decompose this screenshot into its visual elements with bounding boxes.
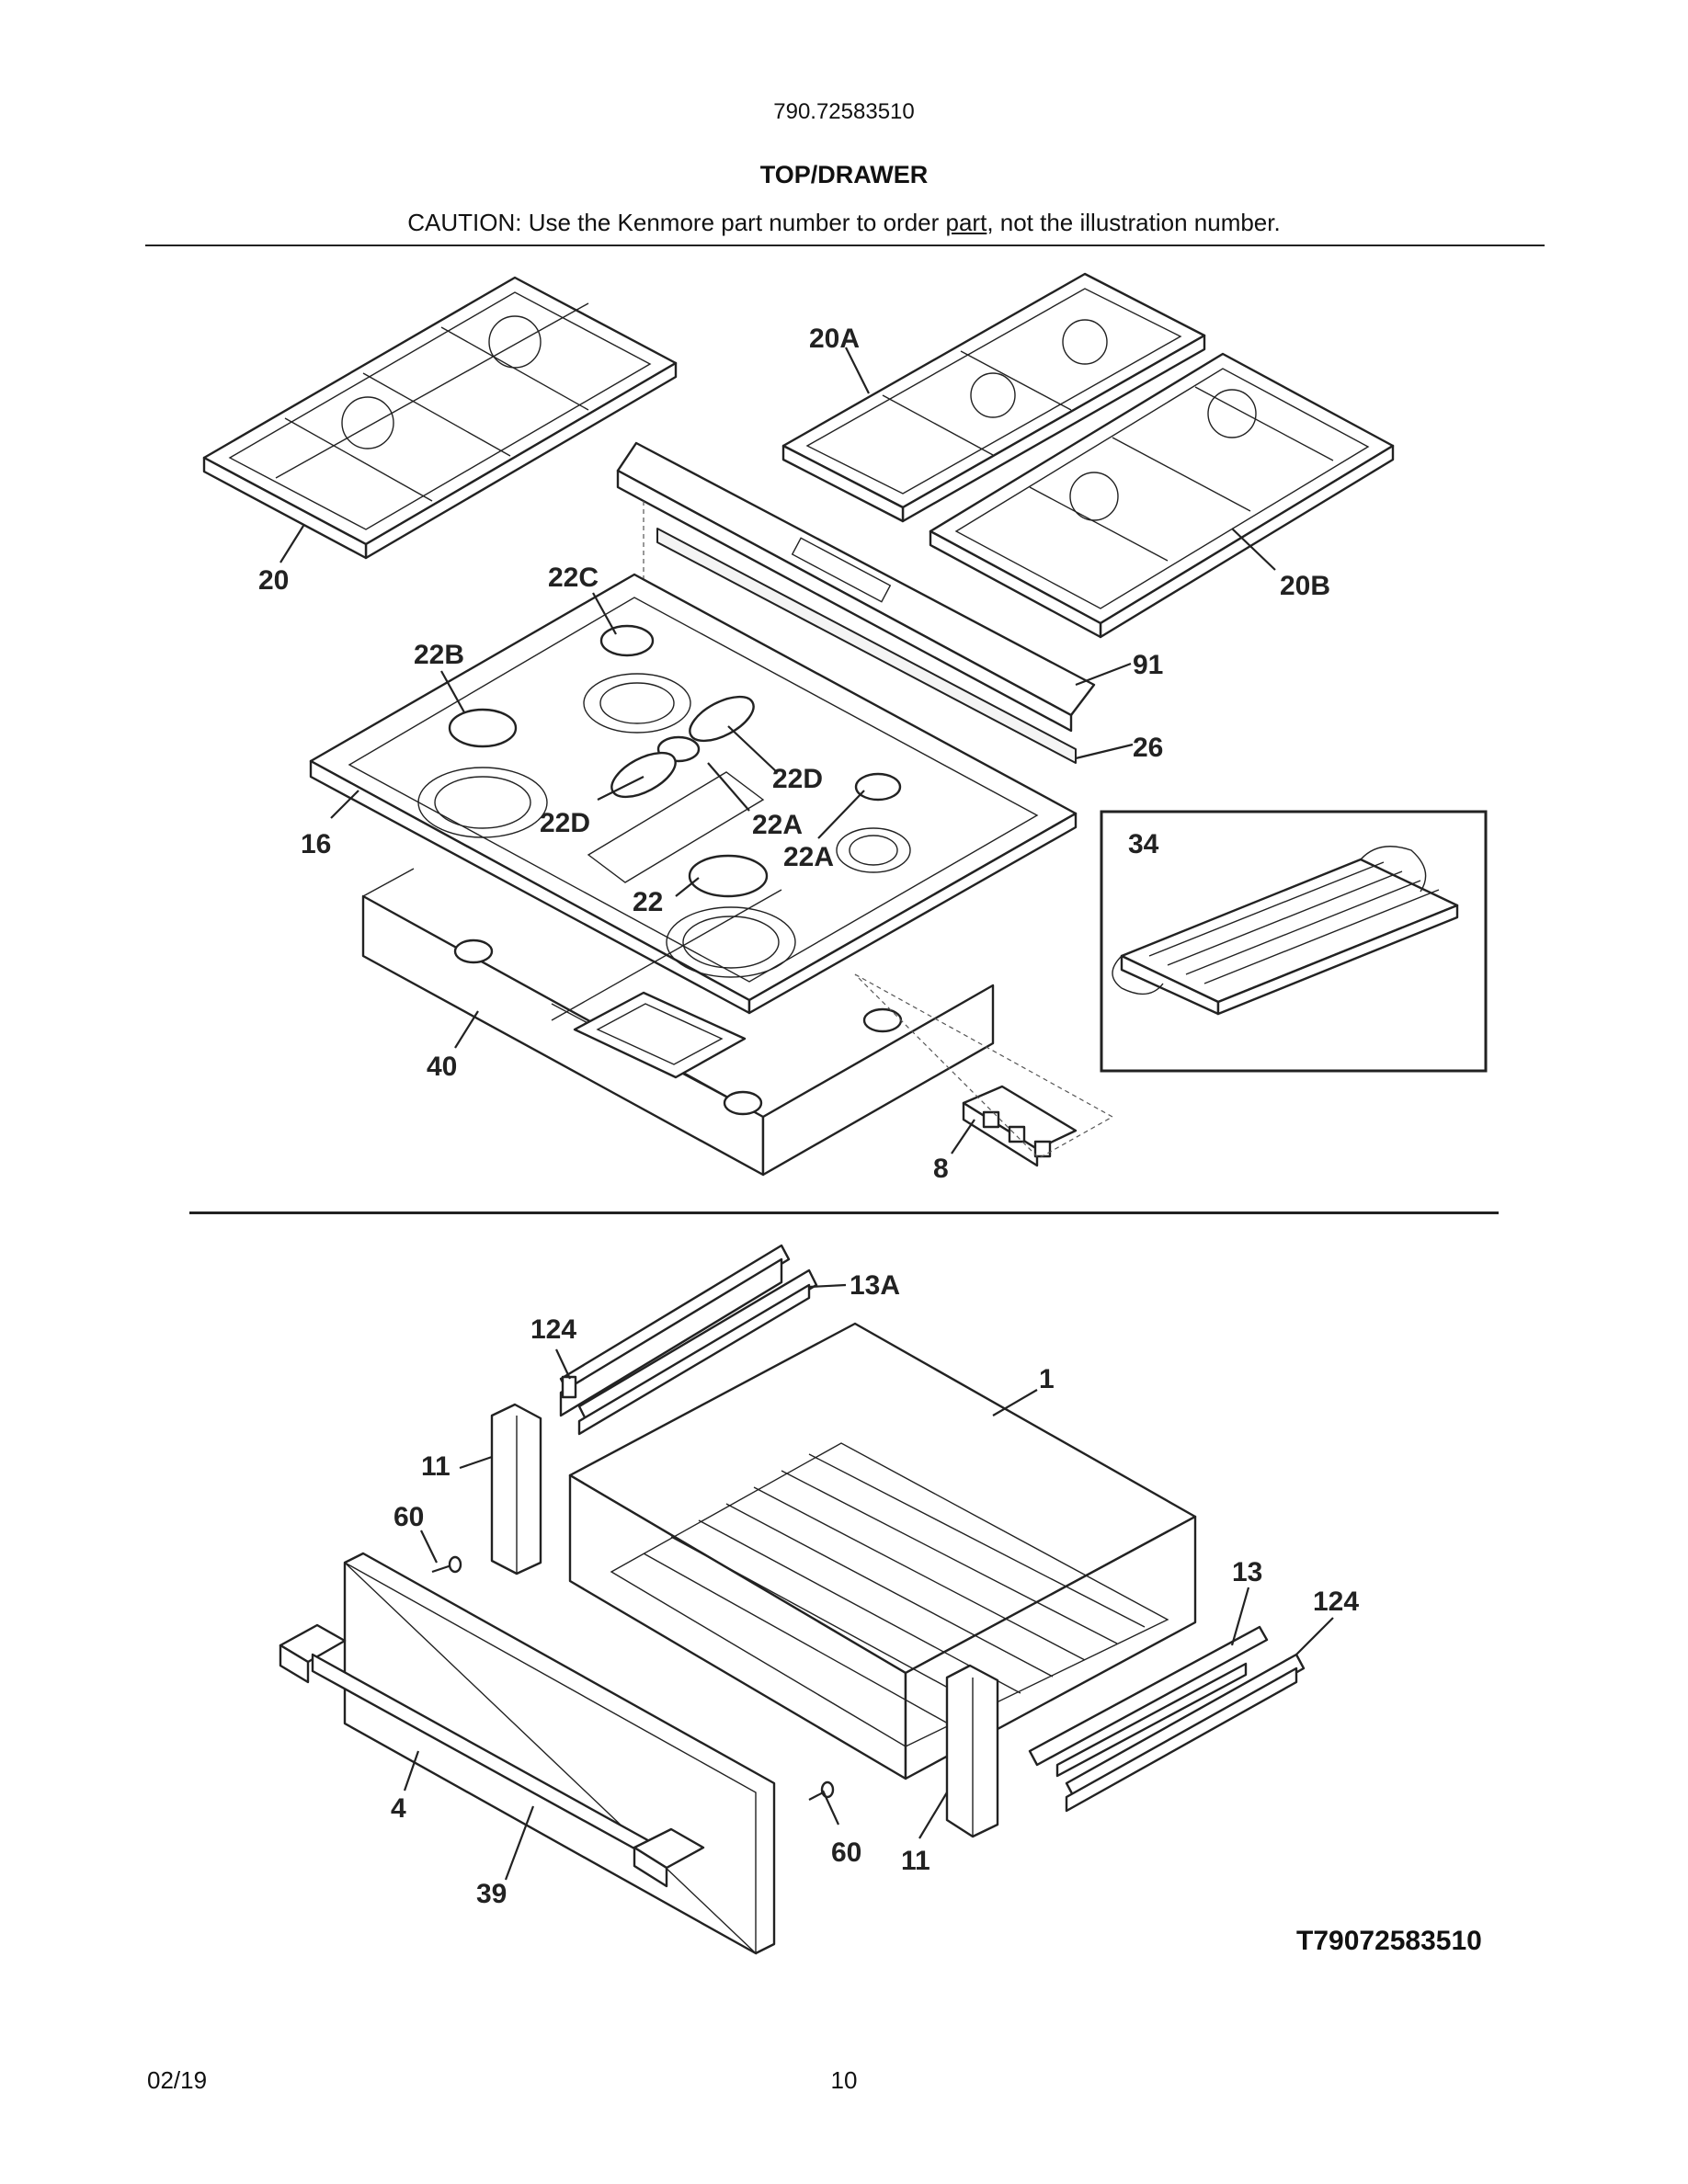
callout-34: 34 <box>1128 829 1159 859</box>
callout-22c: 22C <box>548 563 599 593</box>
callout-1: 1 <box>1039 1364 1055 1394</box>
callout-16: 16 <box>301 829 331 859</box>
header-divider <box>145 245 1545 246</box>
callout-11-left: 11 <box>421 1451 451 1482</box>
leader-lines <box>279 347 1334 1881</box>
backguard-91 <box>616 441 1096 733</box>
callout-20b: 20B <box>1280 571 1330 601</box>
drawer-slide-13-right <box>1028 1625 1269 1778</box>
callout-22d-lower: 22D <box>540 808 590 838</box>
callout-22a-left: 22A <box>752 810 803 840</box>
drawer-body-1 <box>568 1322 1197 1780</box>
callout-60-right: 60 <box>831 1837 861 1868</box>
callout-124-upper: 124 <box>530 1314 576 1345</box>
callout-11-right: 11 <box>901 1846 930 1876</box>
diagram-id: T79072583510 <box>1296 1926 1482 1956</box>
cooktop-16 <box>309 573 1078 1015</box>
burner-box-40 <box>361 868 995 1177</box>
callout-13a: 13A <box>850 1270 900 1301</box>
section-divider <box>189 1211 1499 1214</box>
callout-60-left: 60 <box>393 1502 424 1532</box>
screw-60-right <box>808 1780 835 1801</box>
drawer-slide-124-left <box>559 1244 791 1417</box>
callout-22: 22 <box>633 887 663 917</box>
callout-8: 8 <box>933 1154 949 1184</box>
burner-grate-20a <box>781 272 1206 523</box>
callout-124-lower: 124 <box>1313 1587 1359 1617</box>
page-title: TOP/DRAWER <box>759 161 929 188</box>
caution-note: CAUTION: Use the Kenmore part number to … <box>0 209 1688 237</box>
callout-22d-upper: 22D <box>772 764 823 794</box>
caution-suffix: , not the illustration number. <box>987 209 1281 236</box>
callout-91: 91 <box>1133 650 1163 680</box>
griddle-34-inset <box>1100 810 1488 1073</box>
drawer-slide-13a-left <box>577 1268 818 1436</box>
footer-date: 02/19 <box>147 2066 208 2094</box>
callout-40: 40 <box>427 1052 457 1082</box>
callout-20a: 20A <box>809 324 860 354</box>
drawer-handle-39 <box>279 1623 705 1888</box>
callout-22a-right: 22A <box>783 842 834 872</box>
callout-22b: 22B <box>414 640 464 670</box>
model-number: 790.72583510 <box>773 99 915 124</box>
caution-prefix: CAUTION: Use the Kenmore part number to … <box>407 209 946 236</box>
page-number: 10 <box>830 2066 858 2094</box>
callout-13: 13 <box>1232 1557 1262 1587</box>
callout-39: 39 <box>476 1879 507 1909</box>
callout-20: 20 <box>258 565 289 596</box>
manifold-valves-8 <box>854 973 1114 1167</box>
drawer-slide-124-right <box>1065 1653 1306 1813</box>
drawer-bracket-11-right <box>945 1664 999 1838</box>
drawer-bracket-11-left <box>490 1403 542 1575</box>
callout-26: 26 <box>1133 733 1163 763</box>
callout-4: 4 <box>391 1793 406 1824</box>
caution-part-link[interactable]: part <box>945 209 987 236</box>
burner-grate-20 <box>202 276 678 560</box>
screw-60-left <box>431 1555 462 1574</box>
